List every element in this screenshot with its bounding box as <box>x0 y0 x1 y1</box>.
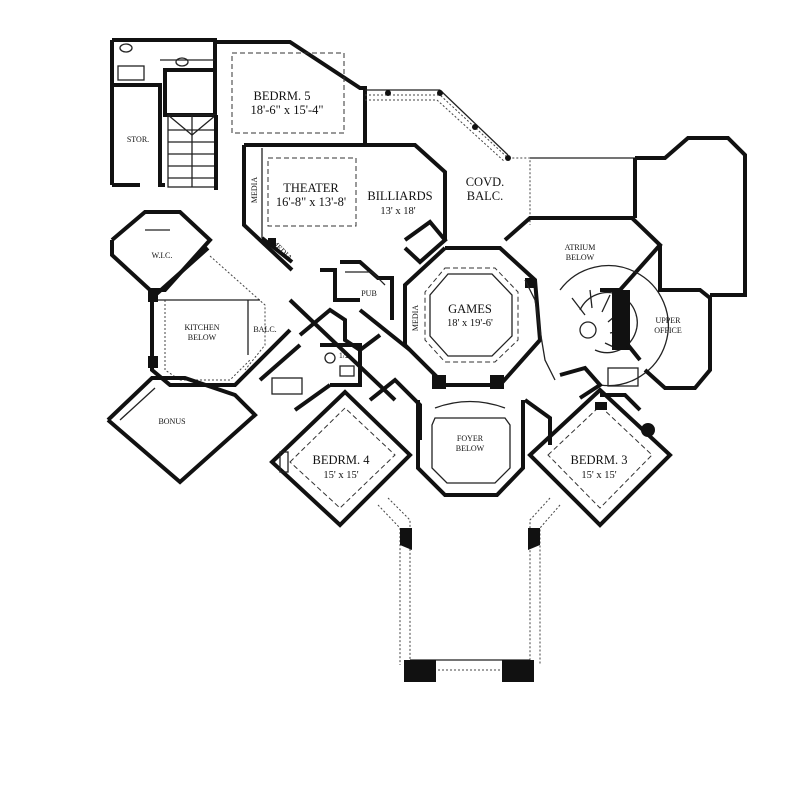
upper-right-block <box>626 136 747 390</box>
toilet-icon-2 <box>324 352 336 364</box>
covered-balcony <box>365 89 635 225</box>
pub-label: PUB <box>361 289 377 298</box>
upper-office-label-1: UPPER <box>656 316 682 325</box>
upper-office-label-2: OFFICE <box>654 326 682 335</box>
bedroom-3-walls <box>523 365 673 528</box>
toilet-icon <box>119 43 133 53</box>
kitchen-label-2: BELOW <box>188 333 217 342</box>
media-label-left: MEDIA <box>250 177 259 203</box>
spiral-stair-outer <box>559 264 669 387</box>
games-size: 18' x 19'-6' <box>447 318 493 329</box>
kitchen-label-1: KITCHEN <box>184 323 219 332</box>
bedroom-5-size: 18'-6" x 15'-4" <box>250 103 323 117</box>
bedroom-5-ceiling <box>231 52 345 134</box>
media-label-games: MEDIA <box>411 305 420 331</box>
games-label: GAMES <box>448 302 492 316</box>
bonus-walls <box>106 376 258 485</box>
foyer-label-2: BELOW <box>456 444 485 453</box>
front-porch <box>377 497 561 682</box>
half-bath-label: 1/2 <box>339 351 349 360</box>
balcony-label: BALC. <box>253 325 276 334</box>
sink-icon <box>175 57 189 67</box>
storage-label: STOR. <box>127 135 149 144</box>
bonus-label: BONUS <box>158 417 185 426</box>
billiards-size: 13' x 18' <box>380 206 415 217</box>
bedroom-3-size: 15' x 15' <box>581 470 616 481</box>
theater-ceiling <box>267 157 357 227</box>
theater-billiards-walls <box>242 143 448 272</box>
bedroom-4-size: 15' x 15' <box>323 470 358 481</box>
games-room <box>403 246 543 389</box>
tub-icon <box>117 65 145 81</box>
theater-label: THEATER <box>283 181 339 195</box>
theater-size: 16'-8" x 13'-8' <box>276 195 346 209</box>
atrium-label-1: ATRIUM <box>565 243 596 252</box>
bedroom-4-label: BEDRM. 4 <box>313 453 371 467</box>
corridor-pub <box>288 260 412 402</box>
storage-walls <box>112 43 215 185</box>
foyer-label-1: FOYER <box>457 434 484 443</box>
atrium <box>503 216 669 387</box>
billiards-label: BILLIARDS <box>367 189 432 203</box>
half-bath <box>258 343 362 412</box>
wic-label: W.I.C. <box>152 251 173 260</box>
kitchen-balcony <box>148 246 292 387</box>
bedroom-3-label: BEDRM. 3 <box>571 453 628 467</box>
stair-upper <box>163 68 218 190</box>
bedroom-5-label: BEDRM. 5 <box>254 89 311 103</box>
bedroom-5-walls <box>110 38 367 187</box>
spiral-stair-inner <box>579 292 638 354</box>
covered-balcony-label-2: BALC. <box>467 189 503 203</box>
covered-balcony-label-1: COVD. <box>466 175 505 189</box>
foyer <box>416 400 525 497</box>
atrium-label-2: BELOW <box>566 253 595 262</box>
